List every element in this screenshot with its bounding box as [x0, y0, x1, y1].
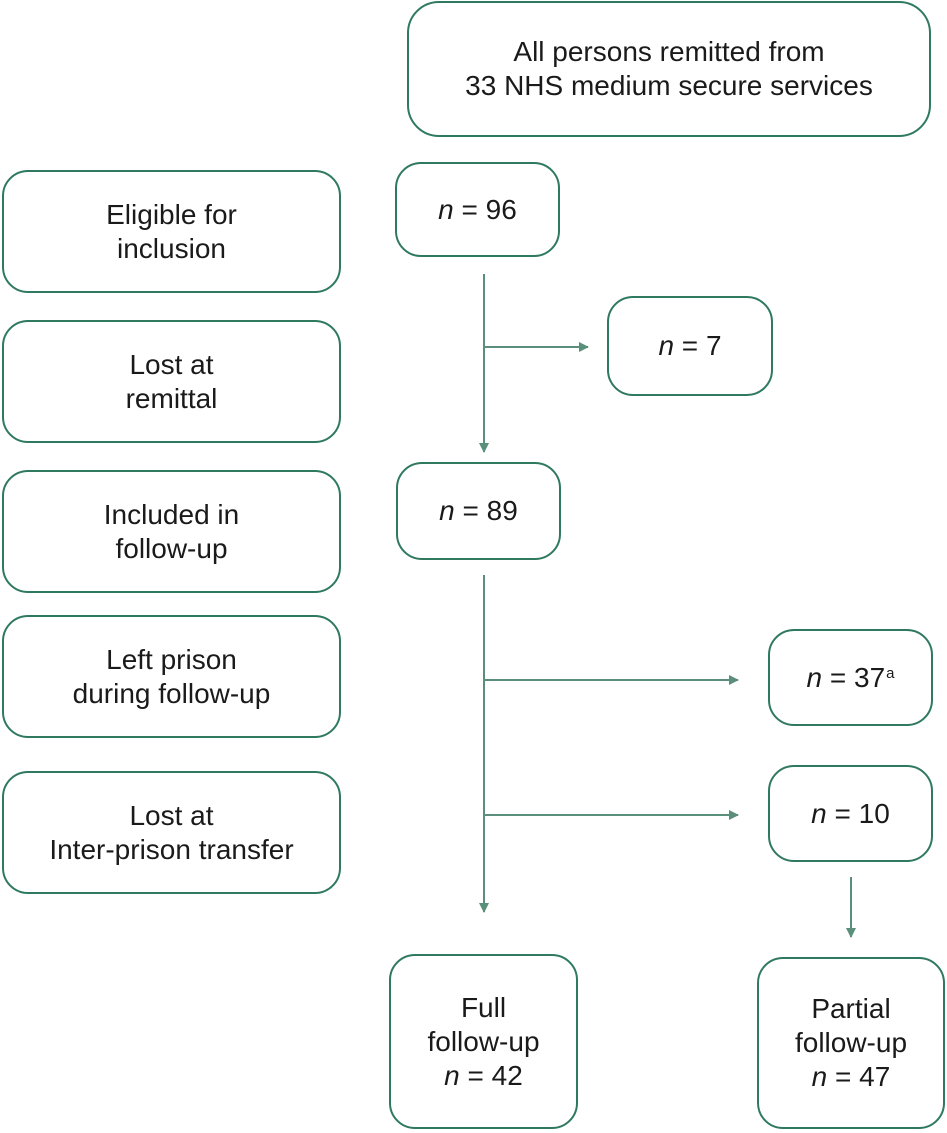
equals-sign: =: [822, 661, 854, 693]
count-value: n = 10: [811, 797, 890, 831]
n-symbol: n: [444, 1059, 460, 1091]
count-lost-transfer: n = 10: [768, 765, 933, 862]
count-number: 7: [705, 330, 722, 361]
stage-included: Included in follow-up: [2, 470, 341, 593]
count-included: n = 89: [396, 462, 561, 560]
count-number: 47: [859, 1061, 891, 1092]
count-eligible: n = 96: [395, 162, 560, 257]
stage-label-line-1: Left prison: [106, 643, 237, 675]
stage-lost-remittal: Lost at remittal: [2, 320, 341, 443]
stage-label-line-1: Included in: [103, 498, 240, 530]
equals-sign: =: [674, 330, 706, 361]
equals-sign: =: [826, 797, 859, 829]
stage-label-line-1: Lost at: [129, 348, 214, 380]
outcome-full: Full follow-up n = 42: [389, 954, 578, 1129]
n-symbol: n: [438, 193, 454, 225]
stage-label-line-2: remittal: [125, 382, 218, 414]
outcome-partial: Partial follow-up n = 47: [757, 957, 945, 1129]
count-number: 89: [486, 495, 518, 526]
stage-label-line-2: during follow-up: [72, 677, 271, 709]
count-value: n = 7: [658, 329, 721, 363]
count-value: n = 89: [439, 494, 518, 528]
equals-sign: =: [454, 495, 487, 526]
footnote-marker: a: [886, 664, 895, 682]
stage-lost-transfer: Lost at Inter-prison transfer: [2, 771, 341, 894]
source-line-2: 33 NHS medium secure services: [465, 70, 873, 101]
stage-label-line-1: Lost at: [129, 799, 214, 831]
outcome-line-1: Partial: [811, 993, 891, 1024]
stage-label-line-2: inclusion: [117, 232, 226, 264]
n-symbol: n: [806, 661, 823, 693]
outcome-line-2: follow-up: [794, 1027, 908, 1058]
count-lost-remittal: n = 7: [607, 296, 773, 396]
count-left-prison: n = 37a: [768, 629, 933, 726]
outcome-count: n = 47: [812, 1060, 891, 1094]
stage-eligible: Eligible for inclusion: [2, 170, 341, 293]
count-value: n = 37a: [807, 661, 895, 695]
outcome-line-1: Full: [460, 991, 507, 1023]
n-symbol: n: [811, 797, 827, 829]
equals-sign: =: [459, 1059, 492, 1091]
equals-sign: =: [827, 1061, 860, 1092]
stage-left-prison: Left prison during follow-up: [2, 615, 341, 738]
count-number: 10: [858, 797, 890, 829]
source-line-1: All persons remitted from: [513, 36, 825, 67]
equals-sign: =: [453, 193, 486, 225]
count-number: 37: [854, 661, 886, 693]
n-symbol: n: [811, 1061, 828, 1092]
stage-label-line-1: Eligible for: [106, 198, 237, 230]
outcome-count: n = 42: [444, 1059, 523, 1093]
n-symbol: n: [658, 330, 675, 361]
n-symbol: n: [439, 495, 455, 526]
outcome-line-2: follow-up: [427, 1025, 540, 1057]
stage-label-line-2: follow-up: [115, 532, 228, 564]
count-value: n = 96: [438, 193, 517, 227]
source-box: All persons remitted from 33 NHS medium …: [407, 1, 931, 137]
count-number: 42: [491, 1059, 523, 1091]
stage-label-line-2: Inter-prison transfer: [49, 833, 294, 865]
count-number: 96: [485, 193, 517, 225]
